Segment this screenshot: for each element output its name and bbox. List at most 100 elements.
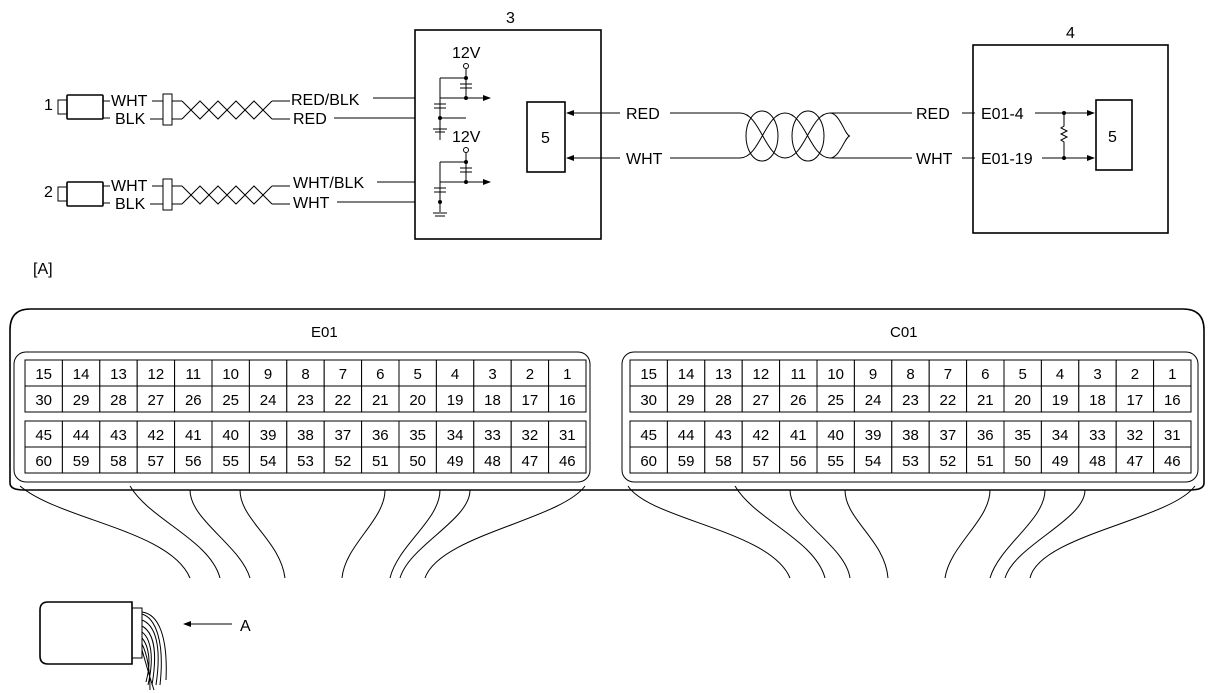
connector-pin-label: 15	[35, 366, 52, 383]
connector-pin-cell	[548, 385, 587, 413]
sensor-1-shield-clamp-icon	[162, 93, 173, 126]
connector-pin-cell	[1115, 385, 1155, 413]
sensor-2-in-bottom: WHT	[293, 195, 330, 212]
sensor-2-plug-icon	[57, 186, 68, 202]
connector-pin-label: 3	[488, 366, 496, 383]
connector-pin-cell	[24, 420, 63, 448]
connector-pin-cell	[286, 359, 325, 387]
connector-pin-cell	[286, 420, 325, 448]
sensor-2-shield-clamp-icon	[162, 178, 173, 211]
sensor-1-body-icon	[66, 94, 104, 120]
sensor-2-wire-bottom: BLK	[115, 196, 146, 213]
module-3-supply-2: 12V	[452, 129, 481, 146]
connector-pin-label: 40	[222, 427, 239, 444]
sensor-1-number: 1	[44, 97, 53, 114]
connector-pin-cell	[1078, 446, 1117, 474]
connector-pin-cell	[398, 446, 437, 474]
connector-pin-cell	[1153, 359, 1192, 387]
connector-pin-label: 39	[865, 427, 882, 444]
connector-pin-cell	[666, 359, 706, 387]
connector-pin-label: 17	[1127, 392, 1144, 409]
wire-harness	[19, 485, 1196, 579]
module-3-chip-label: 5	[541, 130, 550, 147]
connector-pin-label: 25	[827, 392, 844, 409]
connector-pin-cell	[248, 420, 288, 448]
connector-pin-cell	[398, 420, 437, 448]
connector-pin-label: 13	[715, 366, 732, 383]
connector-pin-cell	[435, 359, 475, 387]
connector-c01-title: C01	[890, 324, 918, 341]
module-4-pin-bottom: E01-19	[981, 151, 1033, 168]
connector-pin-label: 29	[73, 392, 90, 409]
connector-pin-label: 18	[484, 392, 501, 409]
connector-pin-label: 60	[640, 453, 657, 470]
connector-pin-label: 54	[865, 453, 882, 470]
connector-pin-cell	[361, 385, 400, 413]
connector-pin-cell	[966, 359, 1005, 387]
connector-pin-label: 55	[222, 453, 239, 470]
connector-pin-label: 27	[148, 392, 165, 409]
connector-pin-cell	[1003, 385, 1042, 413]
connector-pin-cell	[248, 359, 288, 387]
connector-pin-label: 59	[73, 453, 90, 470]
connector-pin-label: 17	[522, 392, 539, 409]
connector-pin-label: 50	[409, 453, 426, 470]
connector-pin-label: 11	[791, 366, 807, 383]
connector-pin-label: 25	[222, 392, 239, 409]
module-4-in-bottom: WHT	[916, 151, 953, 168]
connector-pin-label: 5	[1019, 366, 1027, 383]
connector-pin-label: 42	[753, 427, 770, 444]
connector-pin-label: 9	[869, 366, 877, 383]
module-3-input-circuit-1: 12V	[433, 45, 491, 140]
connector-pin-label: 58	[715, 453, 732, 470]
connector-pin-label: 14	[73, 366, 90, 383]
connector-pin-label: 13	[110, 366, 127, 383]
connector-pin-cell	[853, 385, 893, 413]
connector-pin-cell	[248, 385, 288, 413]
connector-pin-label: 12	[148, 366, 165, 383]
connector-pin-cell	[853, 420, 893, 448]
connector-pin-label: 33	[484, 427, 501, 444]
connector-pin-label: 9	[264, 366, 272, 383]
sensor-2-wire-top: WHT	[111, 178, 148, 195]
connector-pin-label: 8	[301, 366, 309, 383]
connector-pin-cell	[779, 446, 818, 474]
connector-pin-cell	[1040, 446, 1080, 474]
connector-pin-label: 51	[372, 453, 389, 470]
connector-pin-label: 14	[678, 366, 695, 383]
connector-pin-cell	[286, 385, 325, 413]
connector-pin-label: 60	[35, 453, 52, 470]
connector-pin-cell	[174, 359, 213, 387]
connector-pin-cell	[61, 359, 101, 387]
connector-pin-label: 16	[559, 392, 576, 409]
module-3: 3 12V 12V	[414, 10, 663, 240]
connector-pin-label: 10	[827, 366, 844, 383]
connector-pin-label: 48	[484, 453, 501, 470]
connector-pin-cell	[1115, 359, 1155, 387]
connector-pin-cell	[211, 359, 250, 387]
connector-pin-label: 38	[297, 427, 314, 444]
connector-pin-label: 59	[678, 453, 695, 470]
connector-pin-label: 6	[981, 366, 989, 383]
connector-pin-cell	[174, 385, 213, 413]
connector-pin-label: 36	[372, 427, 389, 444]
connector-pin-label: 34	[1052, 427, 1069, 444]
module-3-number: 3	[506, 10, 515, 27]
connector-pin-label: 47	[522, 453, 539, 470]
connector-pin-cell	[741, 420, 781, 448]
connector-pin-label: 43	[110, 427, 127, 444]
connector-pin-label: 4	[451, 366, 459, 383]
connector-pin-cell	[323, 359, 363, 387]
connector-pin-cell	[286, 446, 325, 474]
connector-pin-label: 37	[335, 427, 352, 444]
connector-pin-label: 15	[640, 366, 657, 383]
termination-resistor-icon	[1059, 113, 1069, 158]
sensor-2-body-icon	[66, 181, 104, 207]
connector-pin-label: 35	[409, 427, 426, 444]
connector-pin-cell	[704, 385, 743, 413]
connector-pin-cell	[323, 420, 363, 448]
connector-pin-cell	[1040, 385, 1080, 413]
connector-pin-label: 23	[902, 392, 919, 409]
connector-pin-cell	[61, 385, 101, 413]
